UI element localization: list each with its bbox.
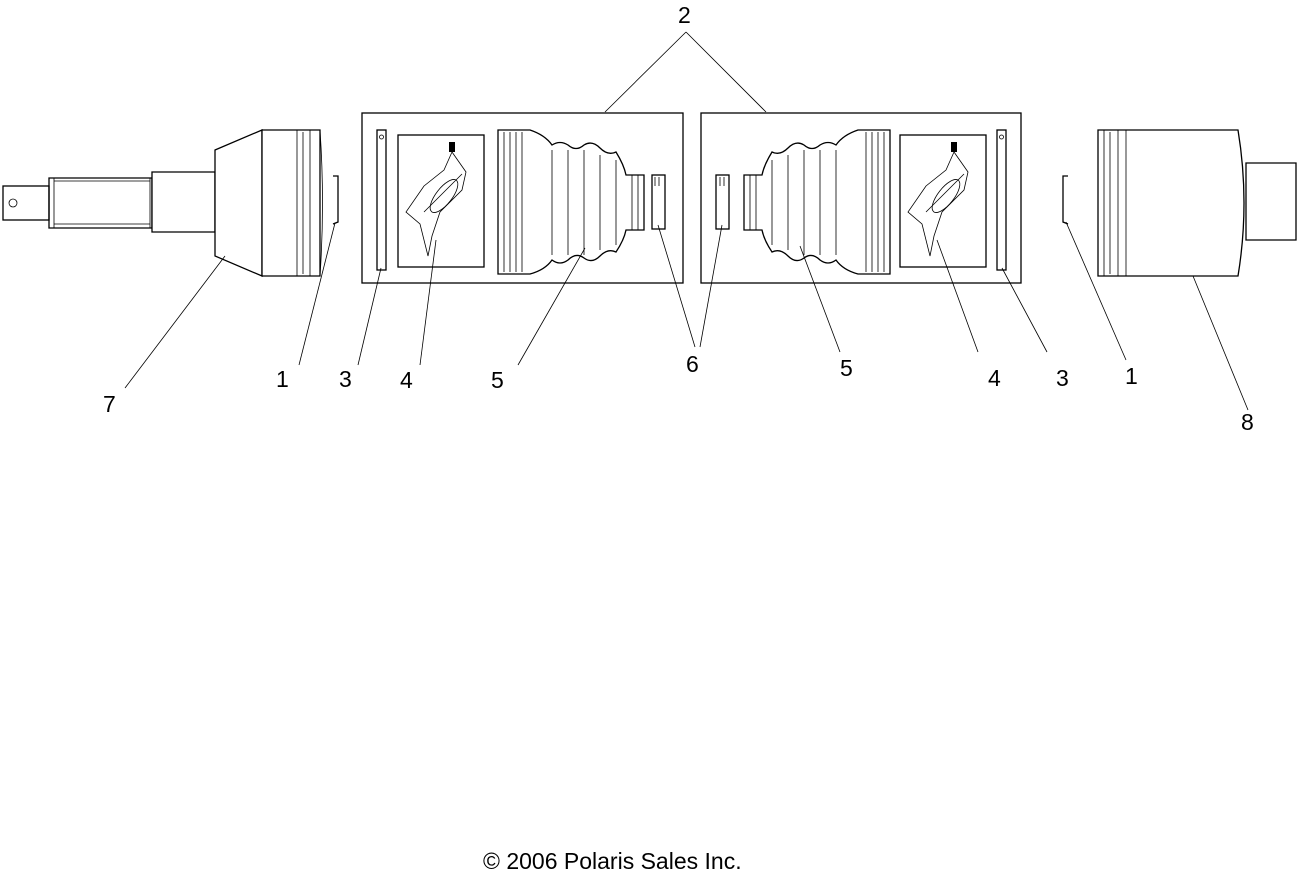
callout-5: 5 (491, 367, 504, 393)
grease-packet-right (899, 134, 987, 268)
callout-2: 2 (678, 2, 691, 28)
cv-boot-right (743, 129, 891, 275)
callout-3: 3 (339, 366, 352, 392)
retaining-clip-right (1062, 175, 1069, 225)
leader-lines (124, 31, 1249, 411)
callout-4: 4 (400, 367, 413, 393)
grease-packet-left (397, 134, 485, 268)
boot-clamp-large-left (376, 129, 387, 271)
retaining-clip-left (332, 175, 339, 225)
boot-clamp-small-right (715, 174, 730, 230)
callout-8: 8 (1241, 409, 1254, 435)
cv-boot-left (497, 129, 645, 275)
callout-3: 3 (1056, 365, 1069, 391)
callout-1: 1 (276, 366, 289, 392)
outer-cv-joint (2, 129, 323, 277)
callout-labels: 2 1 3 4 5 6 5 4 3 1 7 8 (103, 2, 1254, 435)
boot-clamp-small-left (651, 174, 666, 230)
copyright-notice: © 2006 Polaris Sales Inc. (483, 848, 742, 874)
callout-4: 4 (988, 365, 1001, 391)
callout-1: 1 (1125, 363, 1138, 389)
callout-7: 7 (103, 391, 116, 417)
callout-6: 6 (686, 351, 699, 377)
inner-cv-housing (1097, 129, 1297, 277)
boot-clamp-large-right (996, 129, 1007, 271)
callout-5: 5 (840, 355, 853, 381)
